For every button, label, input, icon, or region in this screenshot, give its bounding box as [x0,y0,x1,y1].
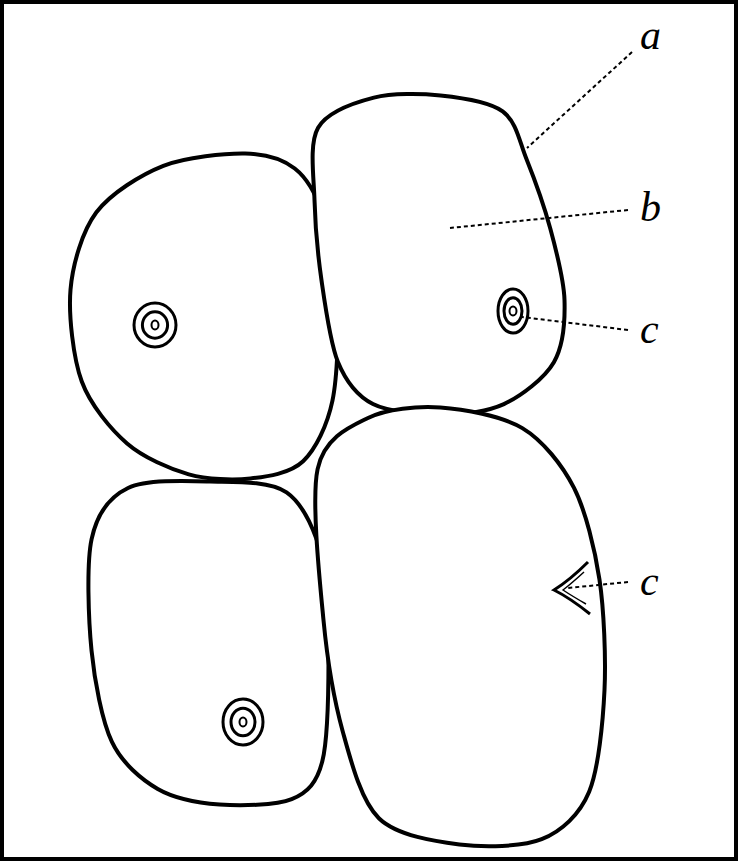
plant-cell [75,158,334,475]
leader-lines [450,52,632,588]
plant-cell [93,485,324,800]
leader-line [568,582,628,588]
part-label: c [640,308,659,350]
nucleus [223,699,263,745]
cell-wall-inner [93,485,324,800]
part-label: c [640,560,659,602]
plant-cell [317,99,560,410]
cell-wall-outer [320,412,601,842]
nucleus-inner [504,298,522,324]
wall-nucleus-inner [563,572,586,604]
nucleus-outer [223,699,263,745]
part-label: a [640,14,661,56]
leader-line [522,317,628,330]
cell-wall-outer [75,158,334,475]
cell-wall-outer [93,485,324,800]
cell-wall-inner [320,412,601,842]
nucleolus [240,718,247,727]
plant-cell [320,412,601,842]
nucleus [498,289,528,333]
leader-line [450,210,628,228]
cell-group [75,99,601,842]
nucleus-outer [134,303,176,347]
leader-line [527,52,632,148]
part-label: b [640,186,661,228]
nucleolus [510,307,517,316]
nucleus-outer [498,289,528,333]
nucleus [134,303,176,347]
cell-wall-inner [75,158,334,475]
cell-wall-outer [317,99,560,410]
nucleus-inner [231,708,255,736]
cell-wall-inner [317,99,560,410]
nucleolus [152,321,159,330]
nucleus-inner [142,312,167,338]
